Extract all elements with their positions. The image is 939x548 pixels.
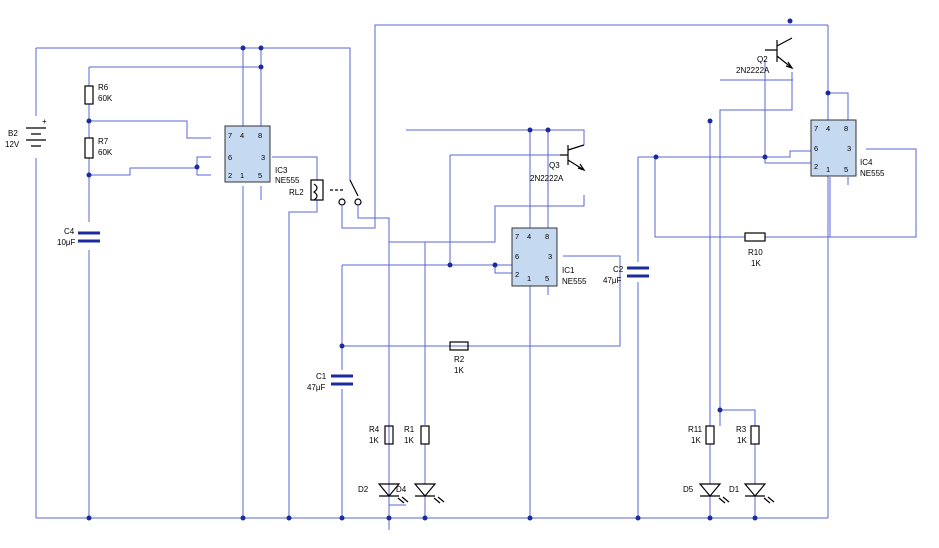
ic3-label: IC3	[275, 166, 288, 175]
svg-text:4: 4	[527, 232, 531, 241]
svg-text:7: 7	[814, 124, 818, 133]
capacitor-c2: C2 47μF	[603, 265, 649, 285]
wires	[35, 24, 917, 530]
relay-rl2: RL2	[289, 179, 362, 206]
svg-text:6: 6	[814, 144, 818, 153]
svg-text:8: 8	[844, 124, 848, 133]
capacitor-c4-label: C4	[64, 227, 75, 236]
resistor-r7-value: 60K	[98, 148, 113, 157]
led-d1: D1	[729, 483, 775, 504]
svg-text:6: 6	[515, 252, 519, 261]
resistor-r1-value: 1K	[404, 436, 414, 445]
svg-text:2: 2	[515, 270, 519, 279]
transistor-q2-label: Q2	[757, 55, 768, 64]
led-d5-label: D5	[683, 485, 694, 494]
svg-text:7: 7	[515, 232, 519, 241]
svg-text:1: 1	[826, 165, 830, 174]
resistor-r11-value: 1K	[691, 436, 701, 445]
resistor-r4-value: 1K	[369, 436, 379, 445]
svg-text:7: 7	[228, 131, 232, 140]
resistor-r7-label: R7	[98, 137, 109, 146]
resistor-r2-label: R2	[454, 355, 465, 364]
capacitor-c2-label: C2	[613, 265, 624, 274]
battery-b2-label: B2	[8, 129, 18, 138]
resistor-r4-label: R4	[369, 425, 380, 434]
resistor-r3-value: 1K	[737, 436, 747, 445]
resistor-r6-value: 60K	[98, 94, 113, 103]
resistor-r1: R1 1K	[404, 425, 430, 445]
resistor-r10-value: 1K	[751, 259, 761, 268]
capacitor-c2-value: 47μF	[603, 276, 622, 285]
led-d4: D4	[396, 483, 445, 504]
resistor-r2-value: 1K	[454, 366, 464, 375]
svg-text:8: 8	[545, 232, 549, 241]
resistor-r4: R4 1K	[369, 425, 394, 445]
transistor-q2-value: 2N2222A	[736, 66, 770, 75]
transistor-q2: Q2 2N2222A	[736, 37, 794, 75]
svg-text:3: 3	[548, 252, 552, 261]
svg-text:2: 2	[814, 162, 818, 171]
svg-text:2: 2	[228, 171, 232, 180]
capacitor-c4: C4 10μF	[57, 227, 100, 247]
led-d1-label: D1	[729, 485, 740, 494]
transistor-q3: Q3 2N2222A	[530, 144, 586, 183]
svg-text:5: 5	[545, 274, 549, 283]
resistor-r1-label: R1	[404, 425, 415, 434]
relay-rl2-label: RL2	[289, 188, 304, 197]
resistor-r6-label: R6	[98, 83, 109, 92]
ic-ic4: 7 4 8 6 3 2 1 5 IC4 NE555	[810, 119, 885, 178]
resistor-r3: R3 1K	[736, 425, 760, 445]
svg-text:8: 8	[258, 131, 262, 140]
svg-text:4: 4	[826, 124, 830, 133]
svg-text:3: 3	[847, 144, 851, 153]
transistor-q3-value: 2N2222A	[530, 174, 564, 183]
svg-text:6: 6	[228, 153, 232, 162]
capacitor-c1-value: 47μF	[307, 383, 326, 392]
ic1-label: IC1	[562, 266, 575, 275]
svg-text:3: 3	[261, 153, 265, 162]
svg-text:4: 4	[240, 131, 244, 140]
ic4-value: NE555	[860, 169, 885, 178]
led-d2: D2	[358, 483, 409, 504]
resistor-r7: R7 60K	[84, 137, 113, 159]
svg-text:1: 1	[527, 274, 531, 283]
resistor-r11: R11 1K	[688, 425, 715, 445]
ic-ic1: 7 4 8 6 3 2 1 5 IC1 NE555	[511, 227, 587, 287]
capacitor-c1: C1 47μF	[307, 372, 353, 392]
ic1-value: NE555	[562, 277, 587, 286]
led-d2-label: D2	[358, 485, 369, 494]
ic-ic3: 7 4 8 6 3 2 1 5 IC3 NE555	[224, 125, 300, 185]
led-d5: D5	[683, 483, 730, 504]
battery-b2-value: 12V	[5, 140, 20, 149]
transistor-q3-label: Q3	[549, 161, 560, 170]
ic4-label: IC4	[860, 158, 873, 167]
resistor-r3-label: R3	[736, 425, 747, 434]
battery-b2: B2 12V +	[5, 117, 47, 149]
ic3-value: NE555	[275, 176, 300, 185]
svg-text:5: 5	[844, 165, 848, 174]
resistor-r10-label: R10	[748, 248, 763, 257]
resistor-r10: R10 1K	[744, 232, 766, 268]
svg-text:5: 5	[258, 171, 262, 180]
capacitor-c1-label: C1	[316, 372, 327, 381]
resistor-r11-label: R11	[688, 425, 703, 434]
junction-nodes	[86, 18, 831, 521]
svg-text:1: 1	[240, 171, 244, 180]
battery-b2-plus: +	[42, 117, 47, 126]
led-d4-label: D4	[396, 485, 407, 494]
capacitor-c4-value: 10μF	[57, 238, 76, 247]
resistor-r2: R2 1K	[449, 341, 469, 375]
resistor-r6: R6 60K	[84, 83, 113, 105]
